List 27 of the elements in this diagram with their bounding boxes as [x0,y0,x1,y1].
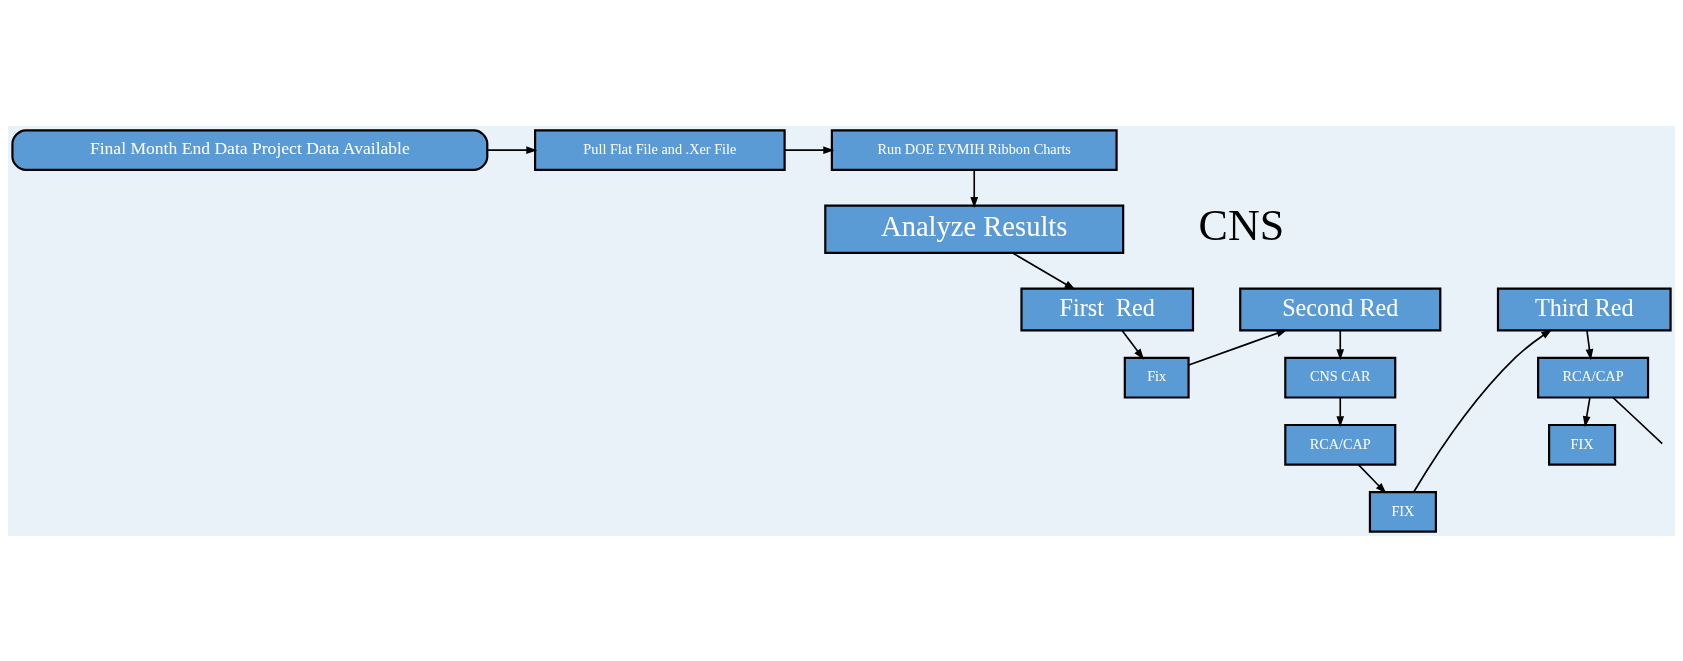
node-box: FIX [1368,490,1437,533]
node-box: Analyze Results [824,204,1125,254]
node-box: RCA/CAP [1284,423,1397,466]
node-box: RCA/CAP [1537,356,1650,399]
arrow [1336,329,1345,360]
arrow [1413,328,1553,493]
arrow [1585,329,1594,360]
arrow [1582,396,1591,427]
arrow [1121,329,1145,360]
arrow [1336,396,1345,427]
arrow [486,145,538,154]
connector [1612,396,1664,444]
node-box: Final Month End Data Project Data Available [11,128,489,171]
arrow [1187,329,1288,366]
node-box: CNS CAR [1284,356,1397,399]
arrow [783,145,835,154]
arrow [970,168,979,208]
node-box: Run DOE EVMIH Ribbon Charts [830,128,1118,171]
node-box: First Red [1020,287,1195,332]
label: CNS [1198,200,1285,250]
node-box: Fix [1123,356,1190,399]
arrow [1357,463,1387,494]
node-box: Second Red [1239,287,1442,332]
node-box: Pull Flat File and .Xer File [534,128,786,171]
node-box: Third Red [1496,287,1672,332]
arrow [1011,251,1076,290]
node-box: FIX [1548,423,1617,466]
